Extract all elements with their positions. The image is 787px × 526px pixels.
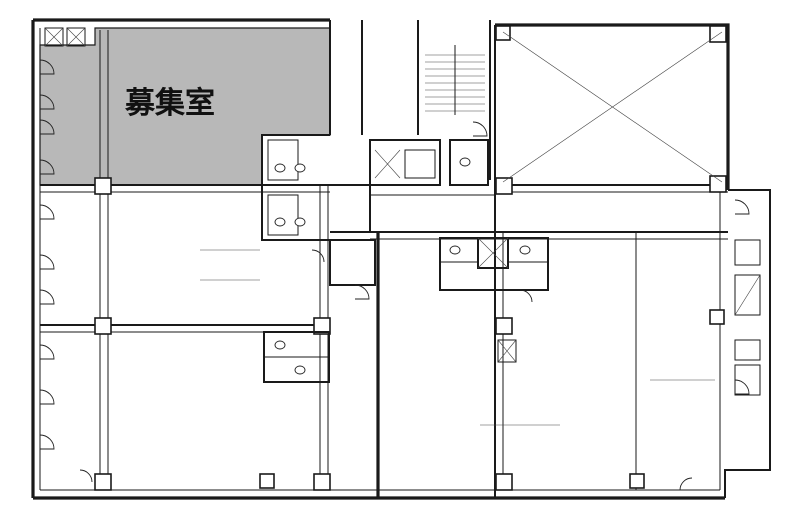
restroom-fixtures bbox=[274, 157, 531, 375]
building-core bbox=[261, 20, 549, 383]
partition-hints bbox=[200, 249, 715, 426]
stair-treads bbox=[425, 45, 485, 115]
columns bbox=[94, 25, 727, 491]
void-area bbox=[502, 31, 723, 183]
doors bbox=[39, 59, 750, 491]
room-label: 募集室 bbox=[124, 86, 215, 121]
east-utilities bbox=[44, 27, 761, 396]
